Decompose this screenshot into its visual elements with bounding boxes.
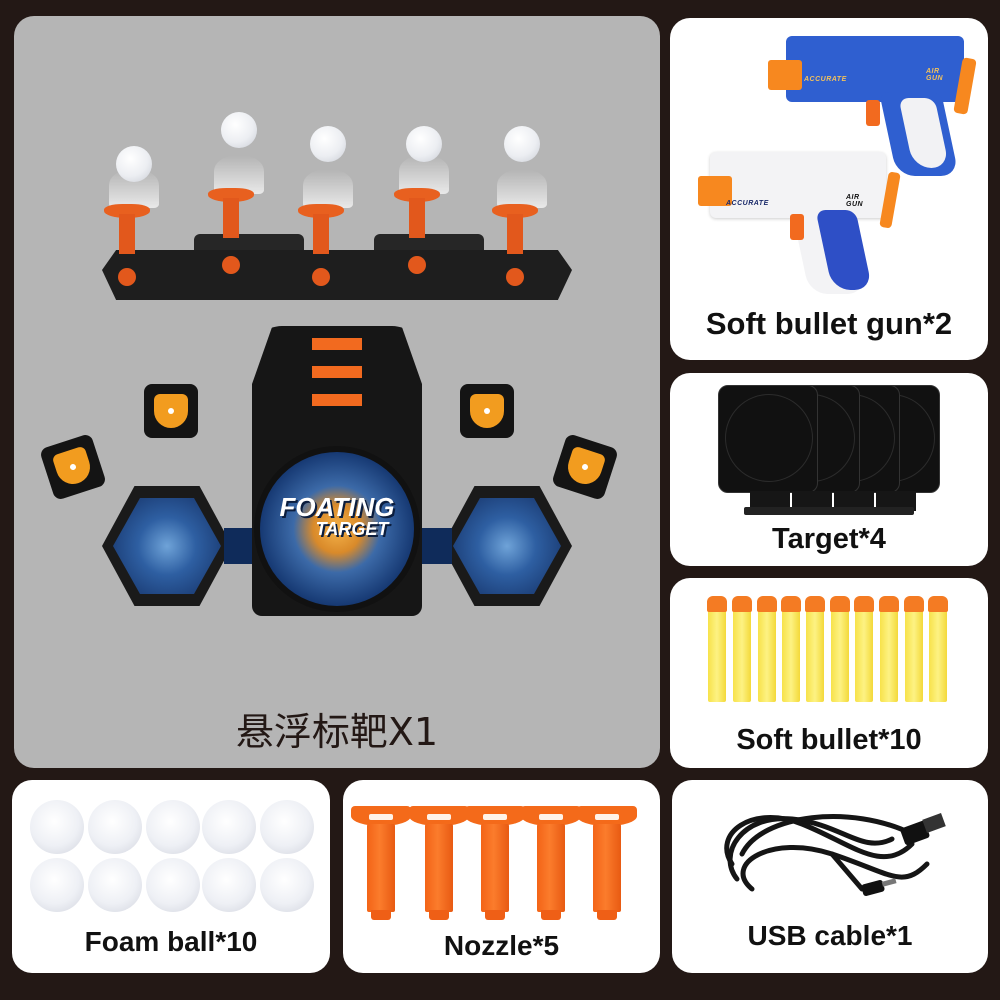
screw-icon — [506, 268, 524, 286]
item-card-bullet: Soft bullet*10 — [670, 578, 988, 768]
item-card-gun: ACCURATE AIR GUN ACCURATE AIR GUN Soft b… — [670, 18, 988, 360]
screw-icon — [408, 256, 426, 274]
air-jet — [497, 170, 547, 208]
foam-dart — [854, 596, 874, 702]
item-card-nozzle: Nozzle*5 — [343, 780, 660, 973]
orange-stripe — [312, 338, 362, 350]
target-base — [744, 507, 914, 515]
nozzle — [465, 806, 525, 920]
foam-dart — [707, 596, 727, 702]
product-logo: FOATING TARGET — [279, 492, 395, 539]
foam-dart — [732, 596, 752, 702]
foam-ball — [30, 858, 84, 912]
nozzle-cup — [298, 204, 344, 218]
foam-ball — [260, 800, 314, 854]
item-label: Soft bullet*10 — [736, 724, 922, 756]
main-product-label: 悬浮标靶X1 — [235, 710, 439, 754]
air-jet — [303, 170, 353, 208]
orange-stripe — [312, 394, 362, 406]
screw-icon — [312, 268, 330, 286]
small-target — [550, 432, 620, 502]
foam-dart — [830, 596, 850, 702]
item-label: Target*4 — [772, 523, 886, 555]
foam-dart — [805, 596, 825, 702]
foam-ball — [146, 800, 200, 854]
foam-ball — [88, 858, 142, 912]
item-card-usb-cable: USB cable*1 — [672, 780, 988, 973]
nozzle-post — [119, 214, 135, 254]
foam-ball — [146, 858, 200, 912]
item-label: Foam ball*10 — [84, 926, 258, 957]
small-target — [144, 384, 198, 438]
foam-ball — [202, 800, 256, 854]
main-product-panel: FOATING TARGET 悬浮标靶X1 — [14, 16, 660, 768]
foam-ball-floating — [116, 146, 152, 182]
nozzle-cup — [492, 204, 538, 218]
ball-holder-bar — [102, 250, 572, 300]
foam-ball-floating — [221, 112, 257, 148]
screw-icon — [222, 256, 240, 274]
item-label: USB cable*1 — [747, 920, 913, 951]
nozzle-cup — [104, 204, 150, 218]
nozzle — [521, 806, 581, 920]
nozzle — [351, 806, 411, 920]
item-card-target: Target*4 — [670, 373, 988, 566]
small-target — [460, 384, 514, 438]
foam-ball — [260, 858, 314, 912]
nozzle — [409, 806, 469, 920]
small-target — [38, 432, 108, 502]
item-label: Soft bullet gun*2 — [705, 306, 953, 341]
target-plate — [718, 385, 818, 493]
nozzle-post — [223, 198, 239, 238]
nozzle-cup — [394, 188, 440, 202]
target-dial — [254, 446, 420, 612]
foam-ball-floating — [504, 126, 540, 162]
item-card-foam-ball: Foam ball*10 — [12, 780, 330, 973]
foam-ball — [30, 800, 84, 854]
nozzle-cup — [208, 188, 254, 202]
foam-ball — [88, 800, 142, 854]
foam-dart — [757, 596, 777, 702]
item-label: Nozzle*5 — [443, 930, 560, 961]
right-wing-panel — [453, 498, 561, 594]
nozzle-post — [409, 198, 425, 238]
foam-ball-floating — [406, 126, 442, 162]
orange-stripe — [312, 366, 362, 378]
air-jet — [399, 156, 449, 194]
foam-dart — [928, 596, 948, 702]
floating-target-machine: FOATING TARGET — [14, 16, 660, 676]
foam-ball-floating — [310, 126, 346, 162]
air-jet — [214, 156, 264, 194]
nozzle-post — [313, 214, 329, 254]
usb-cable-icon — [724, 813, 946, 896]
screw-icon — [118, 268, 136, 286]
nozzle — [577, 806, 637, 920]
foam-dart — [879, 596, 899, 702]
left-wing-panel — [113, 498, 221, 594]
nozzle-post — [507, 214, 523, 254]
foam-dart — [781, 596, 801, 702]
foam-dart — [904, 596, 924, 702]
foam-ball — [202, 858, 256, 912]
